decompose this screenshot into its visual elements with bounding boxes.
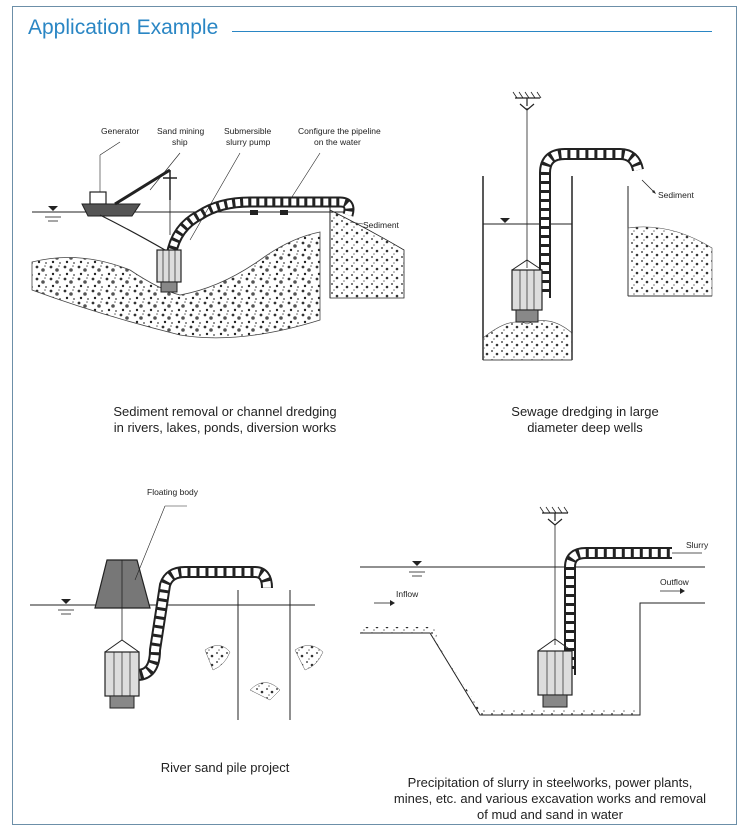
sand-mining-ship — [81, 203, 141, 217]
label-inflow: Inflow — [396, 589, 419, 599]
page-title: Application Example — [28, 16, 219, 39]
sand-pile-right — [294, 645, 324, 671]
sand-pile-left — [204, 645, 231, 671]
sludge — [360, 627, 640, 715]
basin-outline — [360, 602, 705, 716]
label-outflow: Outflow — [660, 577, 690, 587]
caption-line: mines, etc. and various excavation works… — [393, 791, 707, 806]
caption-slurry-precipitation: Precipitation of slurry in steelworks, p… — [380, 775, 720, 823]
caption-deep-well: Sewage dredging in large diameter deep w… — [470, 404, 700, 436]
generator — [89, 191, 107, 205]
sediment-pile — [627, 226, 713, 297]
label-sand-mining-1: Sand mining — [157, 126, 205, 136]
diagram-sand-pile: Floating body — [30, 487, 324, 720]
caption-sand-pile: River sand pile project — [120, 760, 330, 776]
label-generator: Generator — [101, 126, 139, 136]
caption-line: Sewage dredging in large — [511, 404, 659, 419]
discharge-pipe — [125, 566, 273, 681]
label-pump-1: Submersible — [224, 126, 272, 136]
diagram-slurry-precipitation: Slurry Outflow Inflow — [360, 506, 709, 716]
label-sediment: Sediment — [363, 220, 400, 230]
sediment-bank — [329, 209, 405, 299]
diagram-river-dredging: Generator Sand mining ship Submersible s… — [31, 126, 405, 339]
caption-line: Precipitation of slurry in steelworks, p… — [407, 775, 693, 790]
riverbed — [31, 231, 321, 339]
caption-line: River sand pile project — [160, 760, 290, 775]
floating-body — [94, 559, 151, 609]
label-pipeline-2: on the water — [314, 137, 361, 147]
title-rule — [232, 31, 712, 32]
discharge-pipe — [564, 547, 672, 675]
label-pump-2: slurry pump — [226, 137, 271, 147]
discharge-pipe — [539, 148, 644, 298]
label-sand-mining-2: ship — [172, 137, 188, 147]
sand-pile-mid — [249, 682, 281, 701]
page-frame — [12, 6, 737, 825]
caption-line: of mud and sand in water — [477, 807, 623, 822]
caption-line: diameter deep wells — [527, 420, 643, 435]
diagram-deep-well: Sediment — [482, 91, 713, 361]
caption-line: Sediment removal or channel dredging — [113, 404, 337, 419]
caption-river-dredging: Sediment removal or channel dredging in … — [70, 404, 380, 436]
label-slurry: Slurry — [686, 540, 709, 550]
label-floating-body: Floating body — [147, 487, 199, 497]
caption-line: in rivers, lakes, ponds, diversion works — [113, 420, 337, 435]
label-pipeline-1: Configure the pipeline — [298, 126, 381, 136]
label-sediment: Sediment — [658, 190, 695, 200]
